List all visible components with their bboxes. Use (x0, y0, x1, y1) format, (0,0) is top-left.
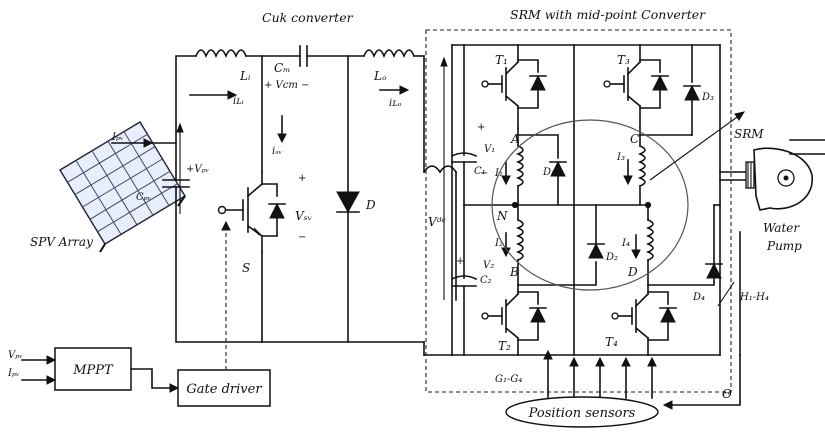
mppt-label: MPPT (72, 363, 114, 378)
node-b-label: B (509, 265, 519, 279)
t3-label: T₃ (617, 53, 630, 67)
water-pump-label-line1: Water (763, 221, 800, 235)
node-d-label: D (627, 265, 638, 279)
igbt-t2-icon (481, 284, 547, 356)
v1-label: V₁ (484, 144, 495, 155)
diode-d-label: D (365, 198, 376, 212)
gate-driver-label: Gate driver (186, 382, 262, 397)
cuk-converter-title: Cuk converter (262, 10, 354, 25)
c2-label: C₂ (480, 275, 492, 286)
c1-label: C₁ (474, 166, 486, 177)
water-pump-icon (719, 139, 825, 211)
v1-plus: + (477, 122, 485, 133)
theta-label: Θ (722, 387, 732, 401)
i4-label: I₄ (621, 238, 630, 249)
g1g4-label: G₁-G₄ (495, 374, 522, 385)
d4-label: D₄ (692, 292, 705, 303)
srm-label: SRM (734, 127, 764, 141)
i3-label: I₃ (616, 152, 625, 163)
spv-array-label: SPV Array (30, 235, 93, 249)
srm-motor-outline (491, 119, 689, 291)
vsw-plus: + (298, 173, 306, 184)
cpv-label: Cₚᵥ (136, 192, 152, 203)
position-sensors-block (505, 396, 659, 428)
vpv-input-label: Vₚᵥ (8, 350, 23, 361)
igbt-t3-icon (603, 44, 669, 129)
ipv-input-label: Iₚᵥ (7, 368, 20, 379)
v2-label: V₂ (483, 260, 494, 271)
water-pump-label-line2: Pump (766, 239, 802, 253)
node-n-label: N (496, 209, 508, 223)
li-label: Lᵢ (239, 69, 251, 83)
diode-d2-icon (587, 242, 605, 259)
igbt-t4-icon (611, 284, 677, 356)
srm-converter-title: SRM with mid-point Converter (510, 7, 706, 22)
d2-label: D₂ (605, 252, 618, 263)
vsw-label: Vₛᵥ (295, 209, 312, 223)
gate-driver-block (177, 369, 271, 407)
v2-plus: + (456, 256, 464, 267)
position-sensors-label: Position sensors (528, 406, 636, 421)
igbt-switch-s-icon (217, 171, 286, 253)
t1-label: T₁ (495, 53, 508, 67)
d1-label: D₁ (542, 167, 555, 178)
h1h4-label: H₁-H₄ (739, 292, 769, 303)
t2-label: T₂ (498, 339, 511, 353)
vdc-label: Vᵈᶜ (428, 215, 446, 229)
vsw-minus: − (298, 232, 306, 243)
node-a-label: A (510, 132, 520, 146)
ili-label: iʟᵢ (233, 96, 244, 107)
inductor-li-icon (194, 49, 248, 59)
ilo-label: iʟₒ (389, 98, 402, 109)
isw-label: iₛᵥ (272, 146, 283, 157)
i2-label: I₂ (494, 238, 503, 249)
node-c-label: C (630, 132, 639, 146)
lo-label: Lₒ (373, 69, 387, 83)
vcm-label: + Vcm − (264, 80, 309, 91)
solar-panel-icon (59, 121, 186, 253)
switch-s-label: S (242, 261, 250, 275)
t4-label: T₄ (605, 335, 618, 349)
ipv-top-label: Iₚᵥ (111, 132, 124, 143)
vpv-label: +Vₚᵥ (186, 164, 210, 175)
cm-label: Cₘ (274, 61, 291, 75)
inductor-lo-icon (362, 49, 416, 59)
diode-d-icon (336, 191, 360, 214)
d3-label: D₃ (701, 92, 714, 103)
diode-d3-icon (683, 84, 701, 101)
igbt-t1-icon (481, 44, 547, 129)
v1-minus: − (480, 168, 488, 179)
